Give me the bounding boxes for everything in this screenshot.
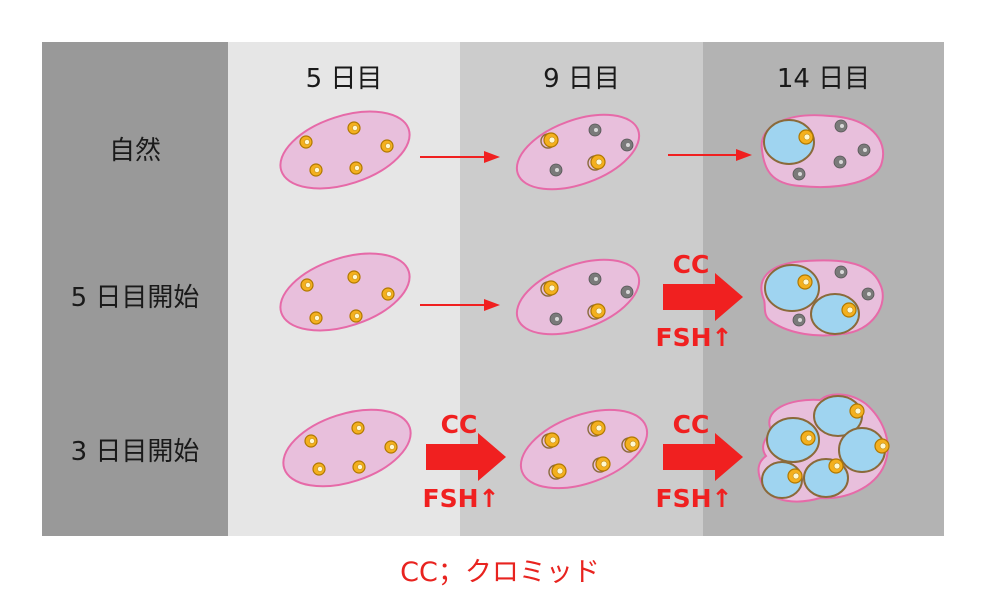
row-label-natural: 自然	[108, 136, 161, 166]
arrow-thick-icon	[663, 273, 743, 321]
follicle-oocyte-icon	[549, 436, 557, 444]
atretic-follicle-core-icon	[863, 148, 867, 152]
arrow-hormone-label: FSH↑	[656, 484, 733, 513]
follicle-oocyte-icon	[792, 472, 800, 480]
follicle-oocyte-icon	[548, 136, 556, 144]
follicle-oocyte-icon	[803, 133, 811, 141]
arrow-thick-icon	[663, 433, 743, 481]
atretic-follicle-core-icon	[840, 124, 844, 128]
atretic-follicle-core-icon	[555, 317, 559, 321]
follicle-oocyte-icon	[595, 158, 603, 166]
row-label-column	[42, 42, 228, 536]
follicle-oocyte-icon	[595, 307, 603, 315]
arrow-hormone-label: FSH↑	[656, 323, 733, 352]
dominant-follicle-icon	[764, 264, 820, 312]
atretic-follicle-core-icon	[555, 168, 559, 172]
follicle-oocyte-icon	[556, 467, 564, 475]
header-day5: 5 日目	[305, 64, 383, 94]
follicle-oocyte-icon	[356, 425, 362, 431]
follicle-oocyte-icon	[354, 165, 360, 171]
atretic-follicle-core-icon	[867, 292, 871, 296]
follicle-oocyte-icon	[357, 464, 363, 470]
arrow-thick-icon	[426, 433, 506, 481]
atretic-follicle-core-icon	[798, 318, 802, 322]
follicle-oocyte-icon	[386, 291, 392, 297]
follicle-oocyte-icon	[629, 440, 637, 448]
ovary-icon	[515, 258, 641, 336]
ovary-icon	[515, 113, 641, 191]
caption: CC；クロミッド	[400, 557, 600, 588]
follicle-oocyte-icon	[314, 167, 320, 173]
atretic-follicle-core-icon	[840, 270, 844, 274]
follicle-oocyte-icon	[309, 438, 315, 444]
follicle-oocyte-icon	[600, 460, 608, 468]
follicle-oocyte-icon	[805, 434, 813, 442]
follicle-oocyte-icon	[352, 274, 358, 280]
arrow-drug-label: CC	[441, 410, 478, 439]
follicle-oocyte-icon	[595, 424, 603, 432]
follicle-oocyte-icon	[833, 462, 841, 470]
ovary-icon	[279, 110, 411, 190]
follicle-oocyte-icon	[385, 143, 391, 149]
follicle-oocyte-icon	[879, 442, 887, 450]
header-day14: 14 日目	[776, 64, 871, 94]
dominant-follicle-icon	[766, 417, 820, 463]
atretic-follicle-core-icon	[626, 290, 630, 294]
follicle-oocyte-icon	[304, 139, 310, 145]
arrow-drug-label: CC	[673, 410, 710, 439]
arrow-thin-head-icon	[736, 149, 752, 161]
ovary-icon	[282, 408, 412, 488]
follicle-oocyte-icon	[305, 282, 311, 288]
follicle-oocyte-icon	[846, 306, 854, 314]
arrow-thin-head-icon	[484, 299, 500, 311]
header-day9: 9 日目	[543, 64, 620, 94]
follicle-oocyte-icon	[548, 284, 556, 292]
ovary-icon	[279, 252, 411, 332]
follicle-oocyte-icon	[352, 125, 358, 131]
follicle-oocyte-icon	[354, 313, 360, 319]
row-label-day5-start: 5 日目開始	[70, 283, 200, 313]
atretic-follicle-core-icon	[839, 160, 843, 164]
arrow-hormone-label: FSH↑	[423, 484, 500, 513]
atretic-follicle-core-icon	[798, 172, 802, 176]
follicle-oocyte-icon	[854, 407, 862, 415]
row-label-day3-start: 3 日目開始	[70, 437, 200, 467]
follicle-oocyte-icon	[802, 278, 810, 286]
arrow-thin-head-icon	[484, 151, 500, 163]
atretic-follicle-core-icon	[594, 277, 598, 281]
follicle-oocyte-icon	[389, 444, 395, 450]
atretic-follicle-core-icon	[594, 128, 598, 132]
follicle-oocyte-icon	[317, 466, 323, 472]
arrow-drug-label: CC	[673, 250, 710, 279]
follicle-oocyte-icon	[314, 315, 320, 321]
atretic-follicle-core-icon	[626, 143, 630, 147]
